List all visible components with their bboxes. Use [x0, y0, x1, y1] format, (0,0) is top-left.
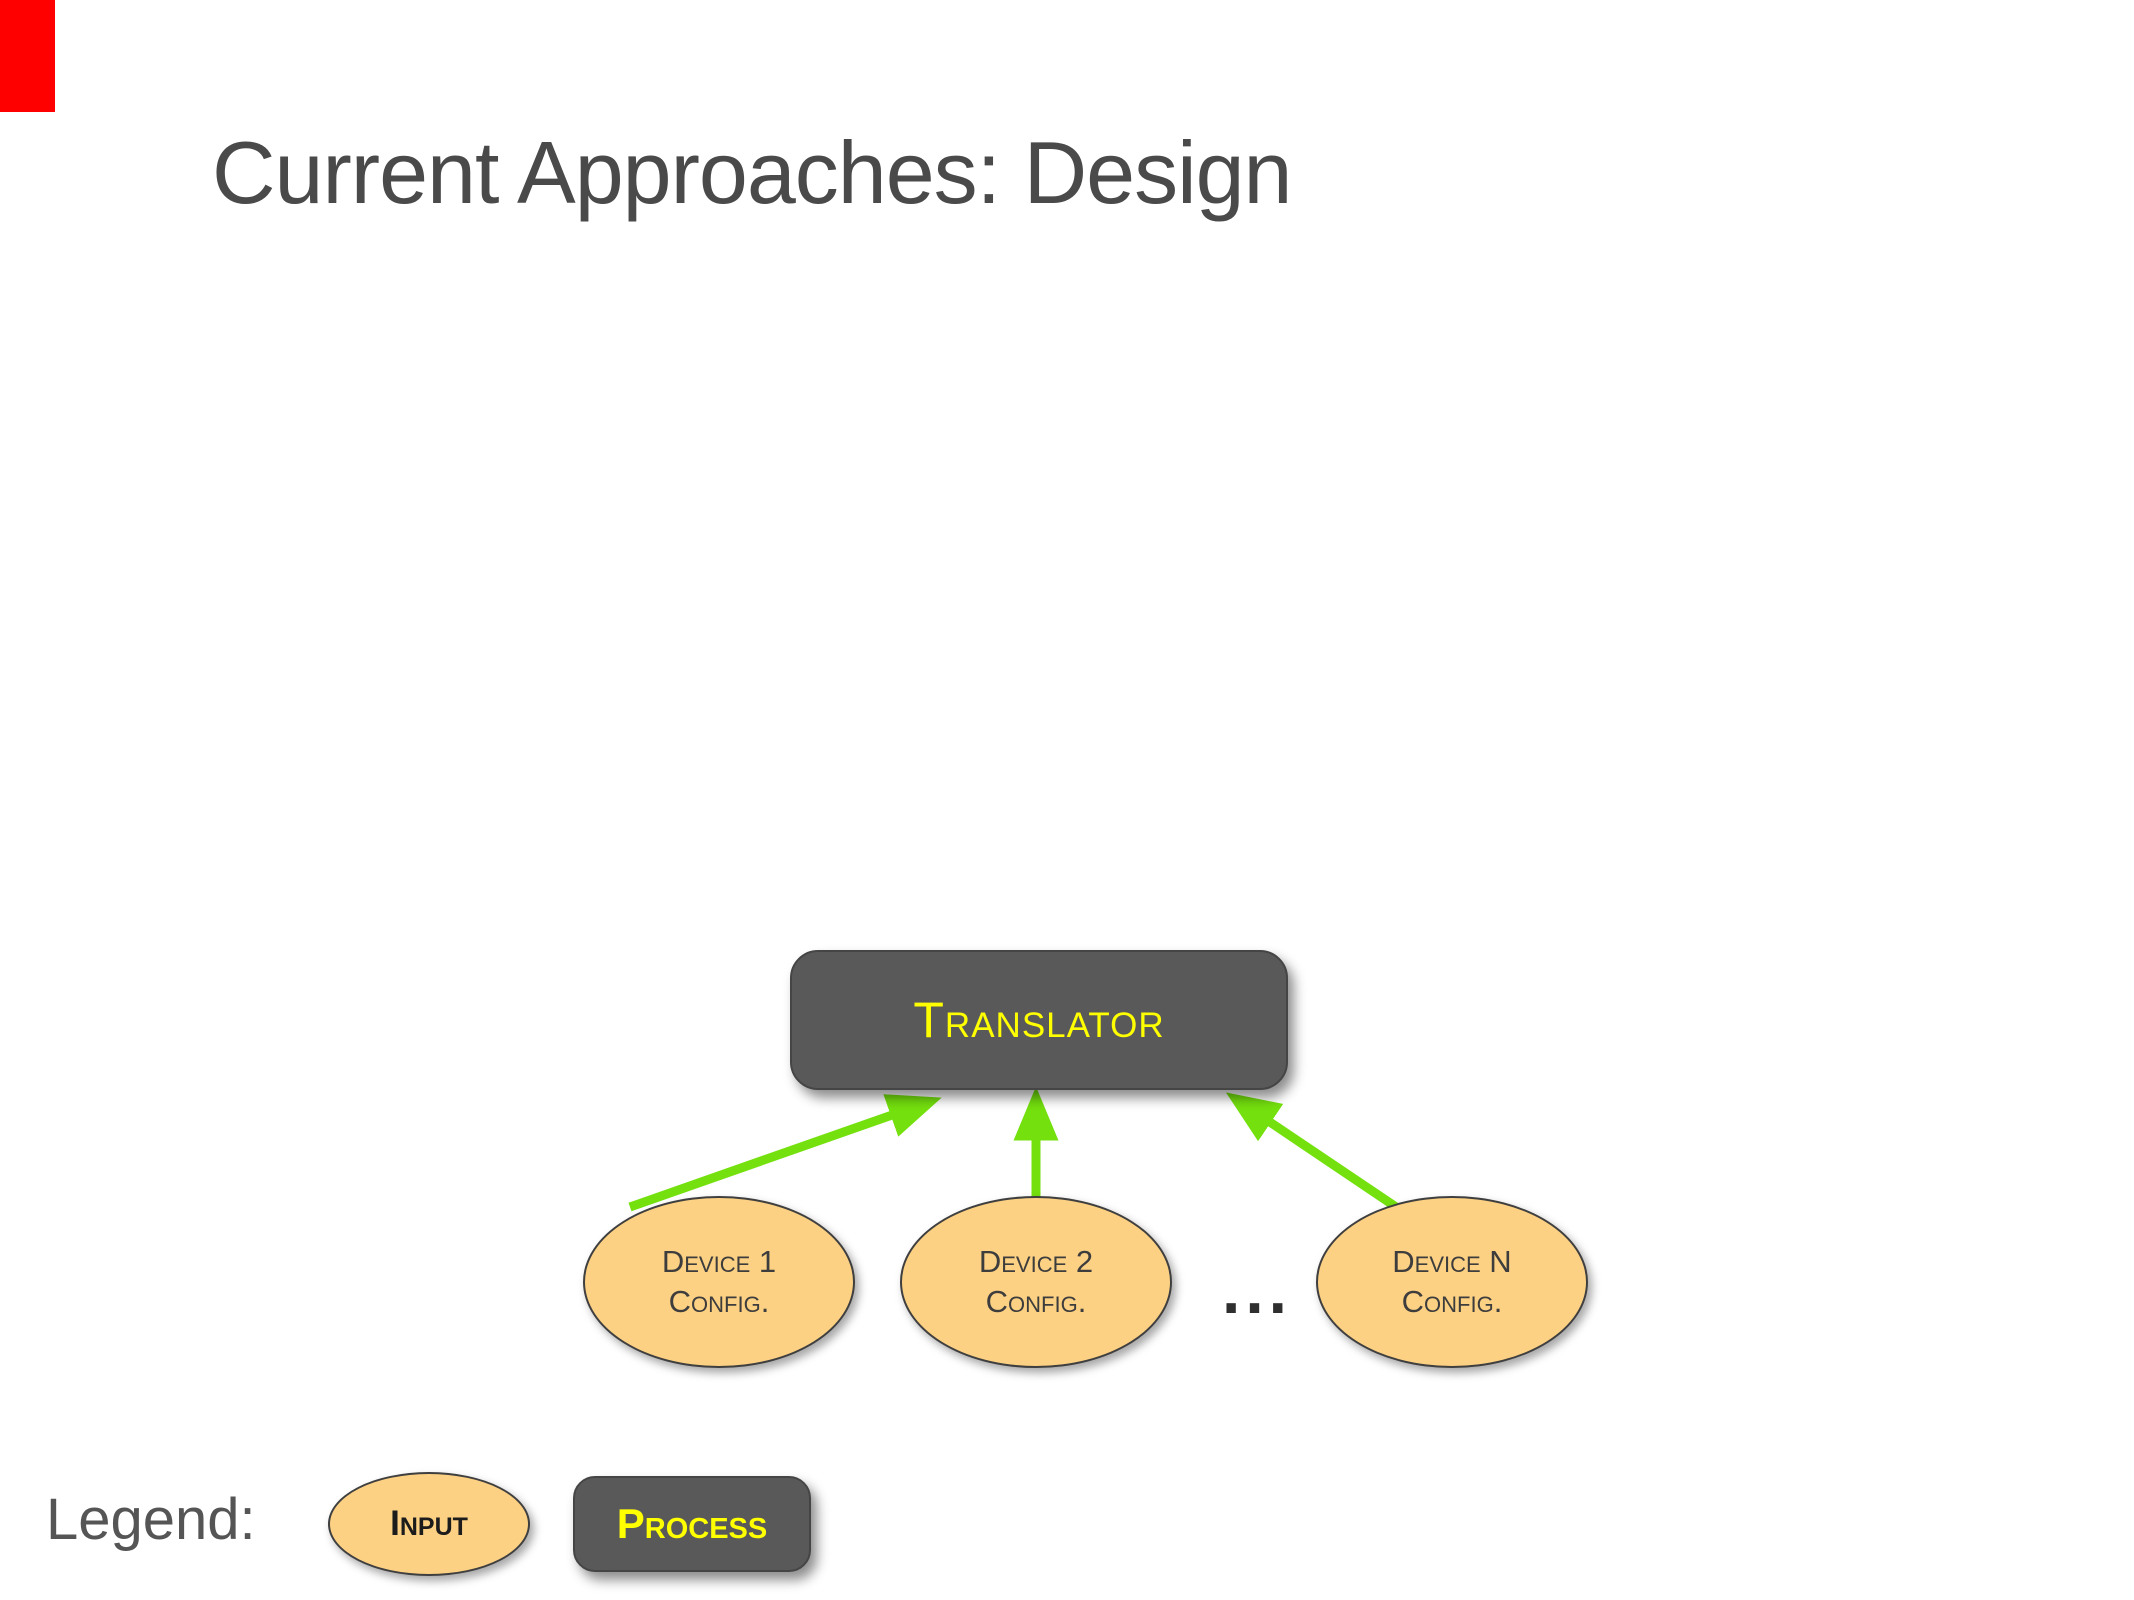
translator-node: Translator [790, 950, 1288, 1090]
device-n-node: Device N Config. [1316, 1196, 1588, 1368]
slide-title: Current Approaches: Design [212, 123, 1292, 222]
arrow-device1-to-translator [628, 1094, 942, 1212]
arrow-deviceN-to-translator [1225, 1092, 1399, 1211]
device-1-label-line2: Config. [668, 1284, 770, 1319]
device-n-label-line1: Device N [1392, 1244, 1512, 1279]
device-2-node: Device 2 Config. [900, 1196, 1172, 1368]
device-n-label-line2: Config. [1401, 1284, 1503, 1319]
ellipsis-dots: ... [1222, 1253, 1293, 1327]
device-1-label-line1: Device 1 [661, 1244, 777, 1279]
device-1-node: Device 1 Config. [583, 1196, 855, 1368]
legend-label: Legend: [46, 1487, 256, 1552]
legend-input-node: Input [328, 1472, 530, 1576]
red-accent-bar [0, 0, 55, 112]
device-2-label-line2: Config. [985, 1284, 1087, 1319]
legend-process-node: Process [573, 1476, 811, 1572]
device-2-label-line1: Device 2 [978, 1244, 1094, 1279]
